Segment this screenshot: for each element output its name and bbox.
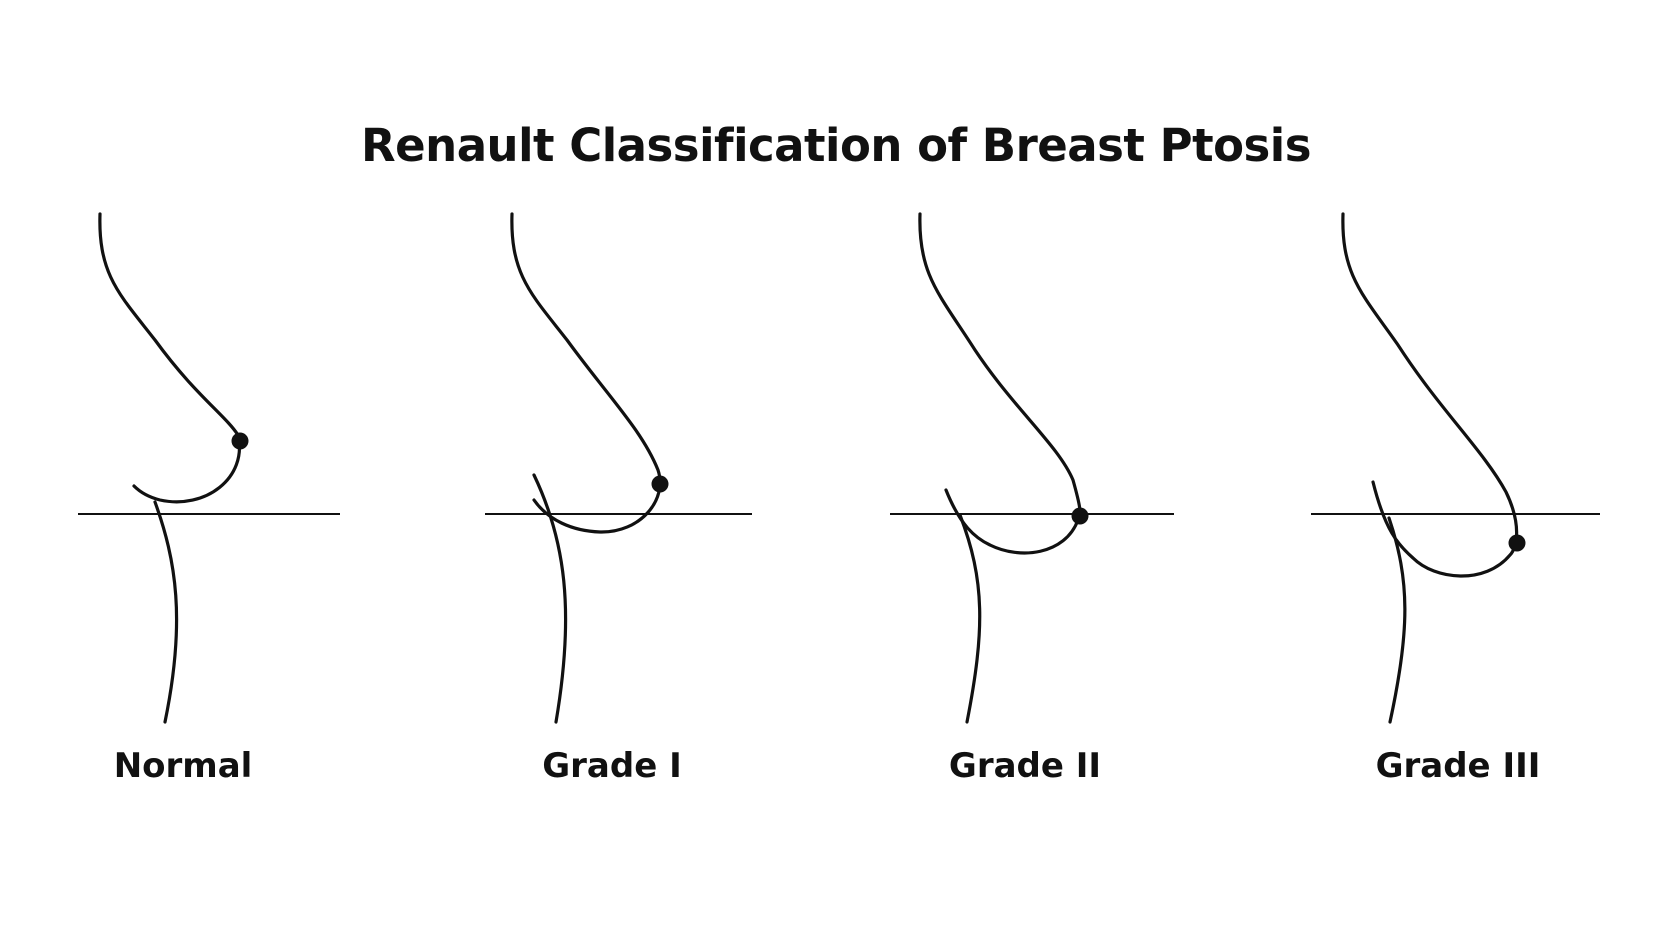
breast-contour	[918, 212, 1082, 555]
nipple-marker	[651, 475, 669, 493]
chest-wall	[153, 500, 179, 724]
page-title: Renault Classification of Breast Ptosis	[360, 119, 1312, 172]
nipple-marker	[231, 432, 249, 450]
breast-contour	[510, 212, 662, 534]
profile-normal	[78, 212, 340, 724]
nipple-marker	[1508, 534, 1526, 552]
label-grade-1: Grade I	[542, 746, 682, 786]
breast-contour	[1341, 212, 1519, 578]
nipple-marker	[1071, 507, 1089, 525]
profile-grade-1	[485, 212, 752, 724]
chest-wall	[958, 513, 982, 724]
label-normal: Normal	[113, 746, 253, 786]
label-grade-2: Grade II	[948, 746, 1102, 786]
profile-grade-2	[890, 212, 1174, 724]
chest-wall	[1387, 516, 1407, 724]
chest-wall	[532, 473, 568, 724]
breast-contour	[98, 212, 242, 504]
label-grade-3: Grade III	[1375, 746, 1541, 786]
profile-grade-3	[1311, 212, 1600, 724]
